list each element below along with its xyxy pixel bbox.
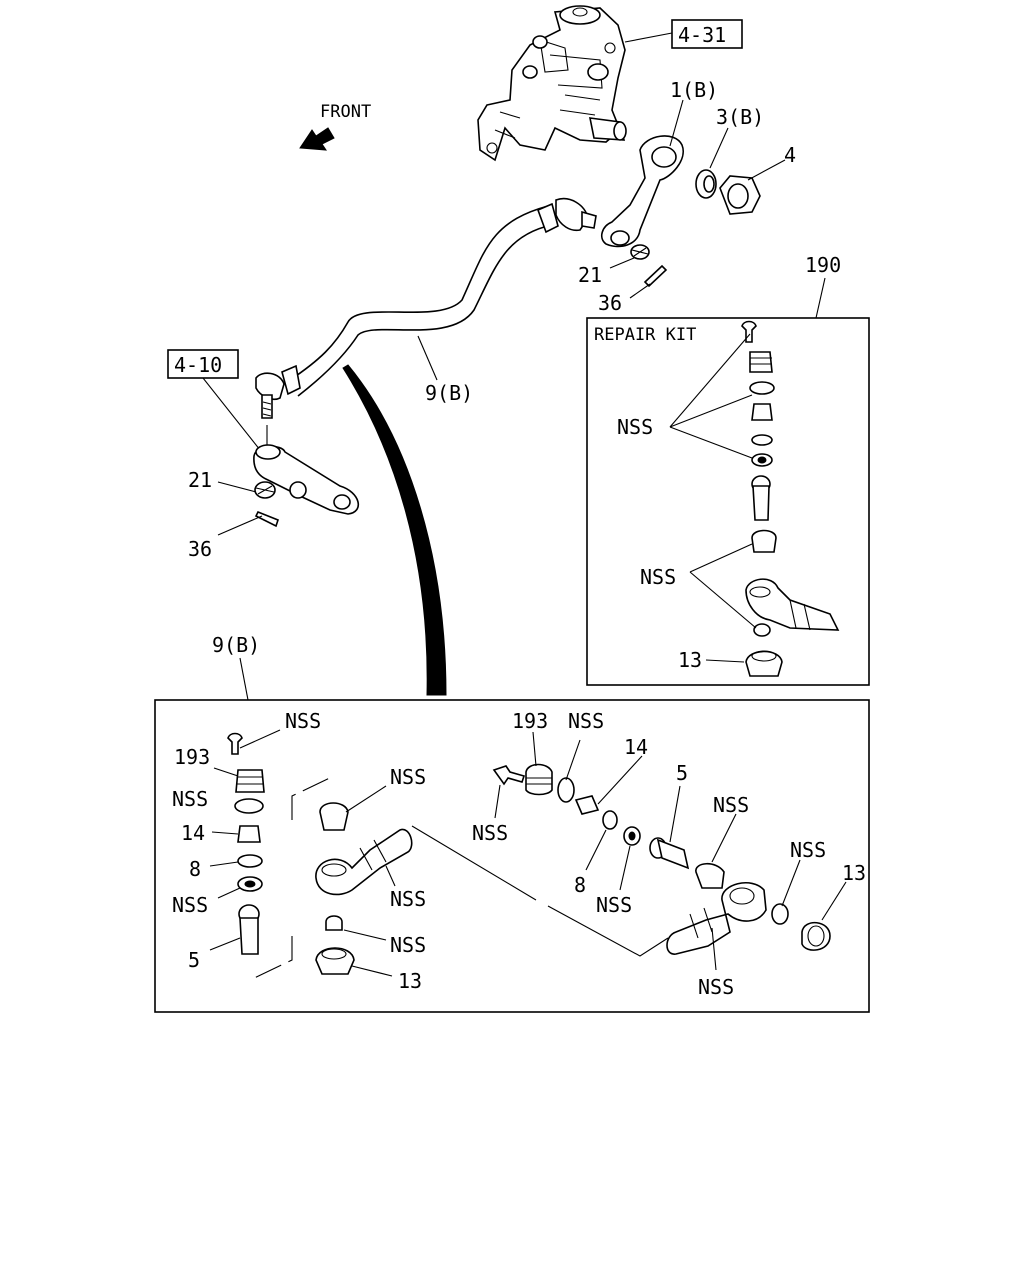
repair-kit-label-13: 13 xyxy=(678,648,702,672)
repair-kit-label-nss-2: NSS xyxy=(640,565,676,589)
detail-right-nss-3: NSS xyxy=(713,793,749,817)
label-36-top: 36 xyxy=(598,291,622,315)
front-label: FRONT xyxy=(320,102,371,122)
detail-callout-swoosh xyxy=(342,364,447,696)
detail-right-parts xyxy=(492,763,831,955)
ref-4-31-label: 4-31 xyxy=(678,23,726,47)
detail-right-nss-6: NSS xyxy=(698,975,734,999)
drag-link-9b xyxy=(255,198,597,419)
repair-kit-title: REPAIR KIT xyxy=(594,325,696,345)
detail-right-nss-4: NSS xyxy=(790,838,826,862)
label-1b: 1(B) xyxy=(670,78,718,102)
detail-right-13: 13 xyxy=(842,861,866,885)
label-36-left: 36 xyxy=(188,537,212,561)
label-21-left: 21 xyxy=(188,468,212,492)
detail-left-nss-2: NSS xyxy=(172,787,208,811)
idler-arm xyxy=(253,444,360,515)
ref-4-31-leader xyxy=(624,32,673,43)
detail-right-14: 14 xyxy=(624,735,648,759)
castle-nut-21-top xyxy=(630,244,650,260)
pitman-arm xyxy=(600,135,684,248)
front-arrow-icon xyxy=(299,127,335,151)
cotter-pin-36-left xyxy=(254,510,279,528)
repair-kit-parts xyxy=(741,320,840,677)
detail-center-nss-3: NSS xyxy=(390,933,426,957)
ref-4-10-label: 4-10 xyxy=(174,353,222,377)
ref-box-4-31 xyxy=(671,19,743,49)
repair-kit-label-nss-1: NSS xyxy=(617,415,653,439)
detail-right-nss-2: NSS xyxy=(472,821,508,845)
detail-right-8: 8 xyxy=(574,873,586,897)
detail-right-5: 5 xyxy=(676,761,688,785)
detail-center-nss-1: NSS xyxy=(390,765,426,789)
steering-gear-box xyxy=(477,5,627,162)
detail-right-193: 193 xyxy=(512,709,548,733)
detail-left-8: 8 xyxy=(189,857,201,881)
nut-4 xyxy=(719,175,761,215)
label-21-top: 21 xyxy=(578,263,602,287)
detail-connector-line xyxy=(411,825,669,957)
label-4: 4 xyxy=(784,143,796,167)
detail-left-stack-parts xyxy=(227,732,265,955)
label-9b-box: 9(B) xyxy=(212,633,260,657)
detail-left-14: 14 xyxy=(181,821,205,845)
snap-ring-3b xyxy=(695,169,717,199)
detail-center-13: 13 xyxy=(398,969,422,993)
detail-right-nss-5: NSS xyxy=(596,893,632,917)
cotter-pin-36-top xyxy=(643,264,668,288)
detail-center-parts xyxy=(315,802,413,975)
detail-right-nss-1: NSS xyxy=(568,709,604,733)
detail-left-nss-1: NSS xyxy=(285,709,321,733)
label-9b-mid: 9(B) xyxy=(425,381,473,405)
ref-box-4-10 xyxy=(167,349,239,379)
detail-box xyxy=(154,699,870,1013)
label-190: 190 xyxy=(805,253,841,277)
detail-left-5: 5 xyxy=(188,948,200,972)
repair-kit-box xyxy=(586,317,870,686)
label-3b: 3(B) xyxy=(716,105,764,129)
castle-nut-21-left xyxy=(254,481,276,499)
detail-left-193: 193 xyxy=(174,745,210,769)
detail-center-nss-2: NSS xyxy=(390,887,426,911)
detail-left-nss-3: NSS xyxy=(172,893,208,917)
